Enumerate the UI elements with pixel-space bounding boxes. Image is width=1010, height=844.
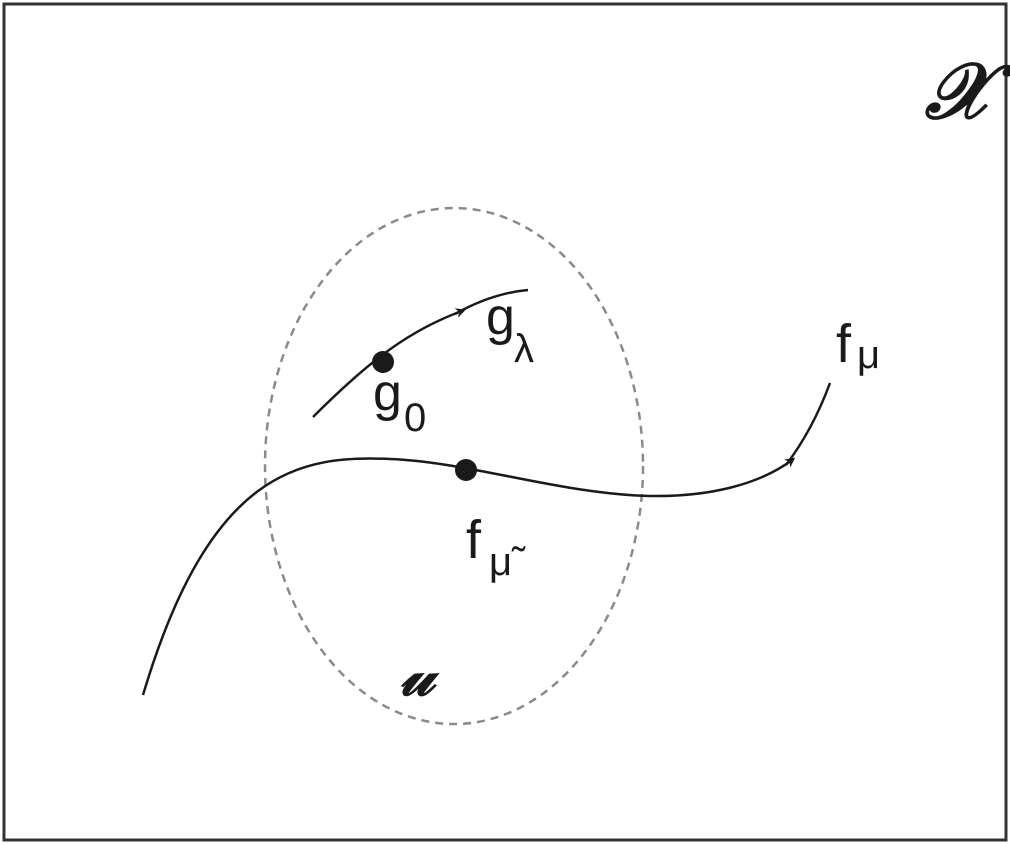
label-f-mutilde: f [466, 510, 482, 570]
label-g-zero-sub: 0 [404, 396, 426, 440]
label-f-mutilde-sub: μ̃ [489, 540, 526, 584]
neighborhood-label: 𝓊 [400, 640, 440, 710]
space-label: 𝒳 [924, 46, 1010, 137]
label-g-lambda: g [486, 288, 515, 346]
g-lambda-base: g [486, 288, 515, 346]
f-curve-start [141, 457, 796, 696]
point-g-zero [372, 351, 394, 373]
f-curve-end [785, 382, 832, 466]
g-curve-end [454, 288, 529, 316]
label-f-mu: f [836, 314, 852, 374]
g-curve-start [312, 308, 466, 418]
neighborhood-ellipse [263, 206, 645, 726]
label-f-mu-sub: μ [857, 333, 880, 377]
point-f-mutilde [455, 459, 477, 481]
label-g-lambda-sub: λ [514, 327, 534, 371]
label-g-zero: g [373, 364, 402, 422]
